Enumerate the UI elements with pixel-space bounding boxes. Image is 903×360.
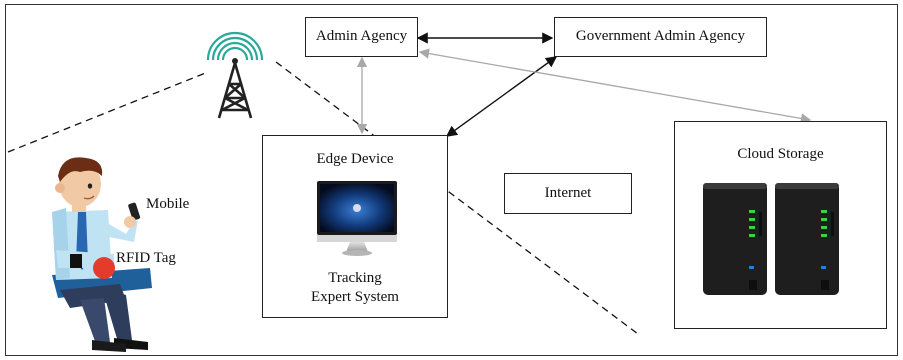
coverage-line-left — [7, 71, 209, 153]
coverage-line-right — [275, 61, 639, 335]
cloud-storage-node: Cloud Storage — [674, 121, 887, 329]
tracking-label-line1: Tracking — [328, 270, 382, 286]
rfid-tag-label: RFID Tag — [116, 250, 176, 266]
admin-agency-node: Admin Agency — [305, 17, 418, 57]
admin-agency-label: Admin Agency — [315, 28, 408, 44]
arrow-admin-cloud — [418, 48, 812, 124]
tracking-label-line2: Expert System — [311, 289, 399, 305]
rfid-tag-dot — [93, 257, 115, 279]
diagram-frame — [5, 4, 898, 356]
internet-label: Internet — [544, 185, 592, 201]
edge-device-node: Edge Device Tracking Expert Syste — [262, 135, 448, 318]
government-admin-agency-node: Government Admin Agency — [554, 17, 767, 57]
nas-server-icon — [701, 180, 841, 298]
edge-device-label: Edge Device — [316, 151, 394, 167]
monitor-icon — [316, 180, 398, 258]
arrow-government-edge — [445, 56, 558, 137]
internet-node: Internet — [504, 173, 632, 214]
government-admin-agency-label: Government Admin Agency — [575, 28, 746, 44]
cloud-storage-label: Cloud Storage — [737, 146, 824, 162]
mobile-label: Mobile — [146, 196, 190, 212]
cell-tower-icon — [205, 30, 265, 122]
